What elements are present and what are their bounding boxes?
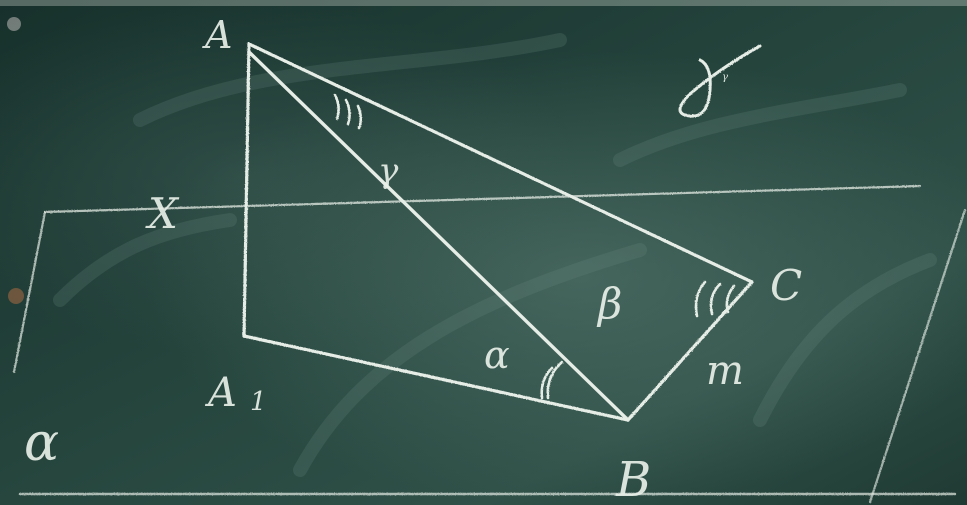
magnet-left: [8, 288, 24, 304]
segment-a-a1: [242, 42, 251, 338]
board-top-frame: [0, 0, 967, 6]
label-vertex-c: C: [770, 261, 802, 310]
eraser-streaks: [53, 33, 937, 477]
label-angle-beta: β: [596, 279, 622, 328]
plane-alpha-outline: [12, 184, 967, 504]
label-vertex-b: B: [615, 452, 651, 505]
figure-segments: [242, 42, 754, 422]
segment-a-c: [247, 42, 754, 284]
label-segment-m: m: [706, 348, 744, 394]
angle-arc-at-b: [540, 360, 564, 400]
angle-arcs-at-c: [694, 280, 736, 318]
labels: A A 1 B C X m α γ γ α β: [24, 13, 802, 505]
label-segment-x: X: [145, 189, 180, 238]
label-vertex-a: A: [202, 13, 232, 57]
plane-right-edge: [868, 208, 967, 504]
label-angle-gamma: γ: [378, 151, 399, 191]
label-vertex-a1: A: [204, 370, 237, 416]
segment-a-b: [247, 50, 630, 422]
segment-a1-b: [242, 334, 630, 422]
angle-marks: [333, 44, 762, 400]
board-magnets: [7, 17, 24, 304]
label-plane-gamma: γ: [722, 72, 728, 83]
label-plane-alpha: α: [24, 413, 59, 473]
plane-gamma-loop: [678, 44, 762, 118]
angle-arcs-at-a: [333, 93, 363, 130]
segment-b-c: [626, 280, 754, 422]
label-vertex-a1-subscript: 1: [250, 387, 267, 417]
label-angle-alpha: α: [484, 333, 510, 377]
magnet-top-left: [7, 17, 21, 31]
plane-top-edge: [43, 184, 922, 214]
plane-left-edge: [12, 210, 47, 374]
